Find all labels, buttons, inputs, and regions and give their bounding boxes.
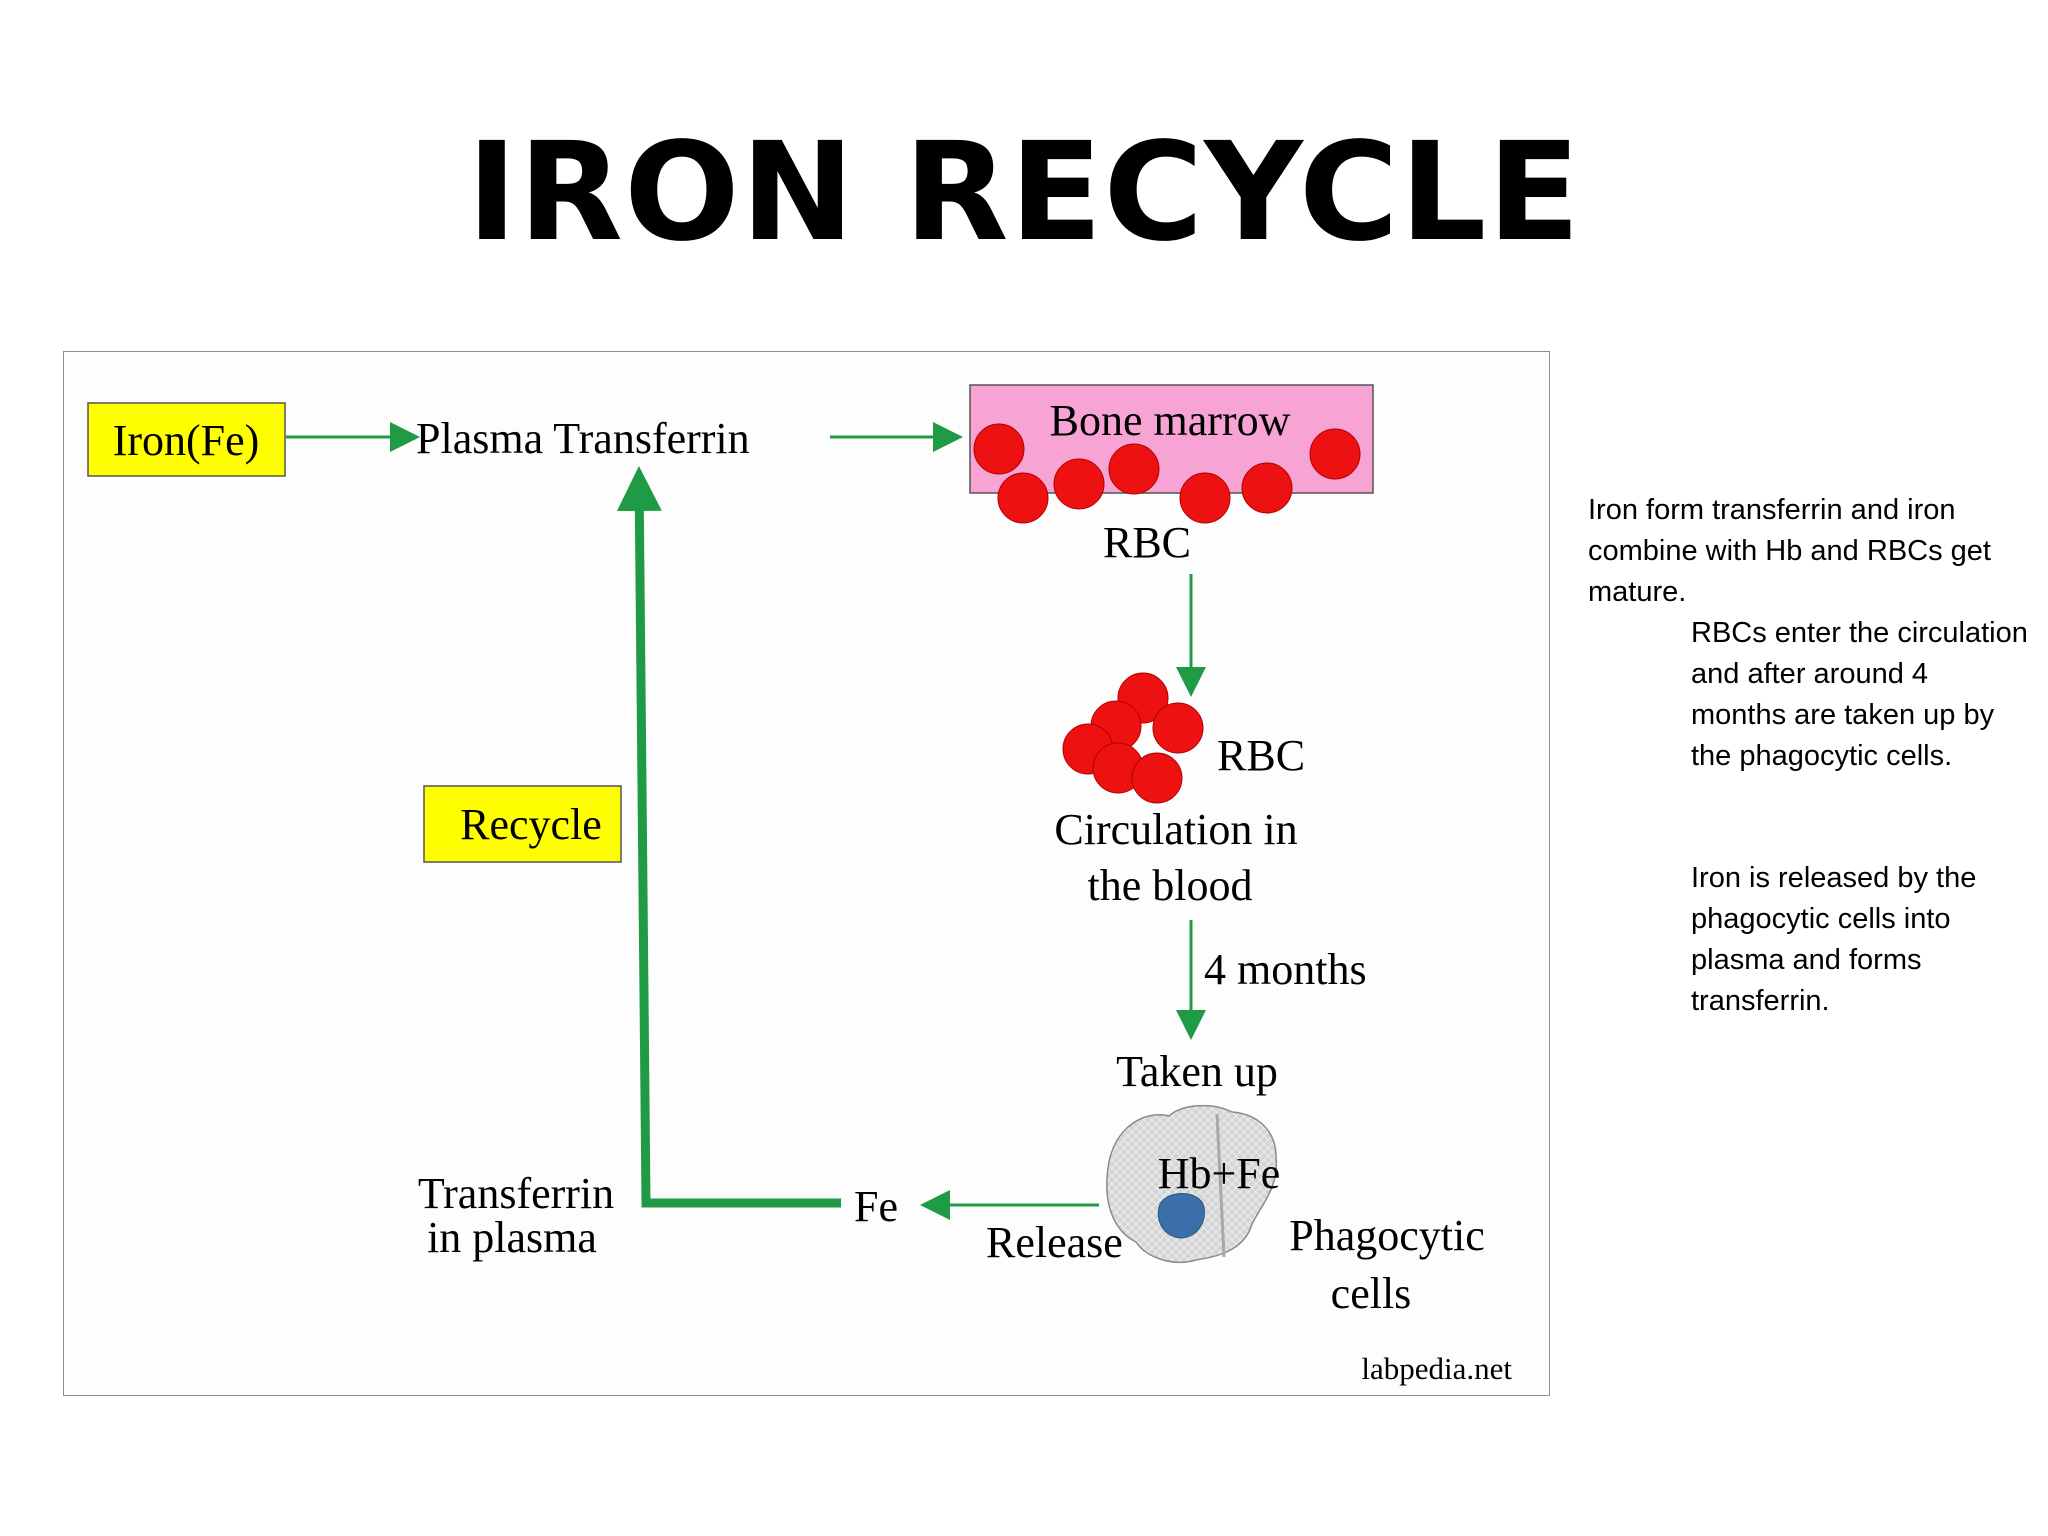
iron-box <box>87 402 286 477</box>
circulating-rbc-cluster <box>1062 672 1204 804</box>
note-maturation: Iron form transferrin and iron combine w… <box>1588 494 1991 608</box>
release-label: Release <box>986 1218 1123 1267</box>
marrow-rbc-7 <box>1309 428 1361 480</box>
note-circulation: RBCs enter the circulation and after aro… <box>1691 617 2028 772</box>
circulating-rbc-3 <box>1152 702 1204 754</box>
bone-marrow-label: Bone marrow <box>1050 396 1291 445</box>
marrow-rbc-6 <box>1241 462 1293 514</box>
phagocytic-line-1: Phagocytic <box>1289 1211 1485 1260</box>
phagocytic-cell-crease <box>1215 1113 1226 1258</box>
plasma-transferrin-label: Plasma Transferrin <box>416 414 750 463</box>
circulation-line-2: the blood <box>1088 861 1253 910</box>
rbc-marrow-label: RBC <box>1103 518 1191 567</box>
page-title: IRON RECYCLE <box>466 114 1582 272</box>
hb-fe-label: Hb+Fe <box>1158 1149 1281 1198</box>
transferrin-plasma-line-1: Transferrin <box>418 1169 614 1218</box>
watermark: labpedia.net <box>1361 1351 1512 1386</box>
iron-recycle-diagram: Iron(Fe) Plasma Transferrin Bone marrow … <box>63 351 1550 1396</box>
recycle-label: Recycle <box>460 800 602 849</box>
phagocytic-cell-body <box>1106 1104 1278 1264</box>
note-release: Iron is released by the phagocytic cells… <box>1691 862 1977 1017</box>
nucleus <box>1157 1193 1205 1239</box>
iron-label: Iron(Fe) <box>113 416 260 465</box>
four-months-label: 4 months <box>1204 945 1367 994</box>
fe-label: Fe <box>854 1182 898 1231</box>
recycle-arrow <box>616 466 841 1208</box>
phagocytic-line-2: cells <box>1331 1269 1412 1318</box>
marrow-rbc-3 <box>1053 458 1105 510</box>
circulating-rbc-6 <box>1131 752 1183 804</box>
bone-marrow-box <box>969 384 1374 494</box>
marrow-rbc-5 <box>1179 472 1231 524</box>
circulation-line-1: Circulation in <box>1054 805 1297 854</box>
transferrin-plasma-line-2: in plasma <box>427 1213 597 1262</box>
taken-up-label: Taken up <box>1116 1047 1278 1096</box>
marrow-rbc-1 <box>973 423 1025 475</box>
marrow-rbc-2 <box>997 472 1049 524</box>
diagram-canvas: Iron(Fe) Plasma Transferrin Bone marrow … <box>87 384 1512 1386</box>
rbc-circulation-label: RBC <box>1217 731 1305 780</box>
recycle-box <box>423 785 622 863</box>
marrow-rbc-cluster <box>973 423 1361 524</box>
marrow-rbc-4 <box>1108 443 1160 495</box>
